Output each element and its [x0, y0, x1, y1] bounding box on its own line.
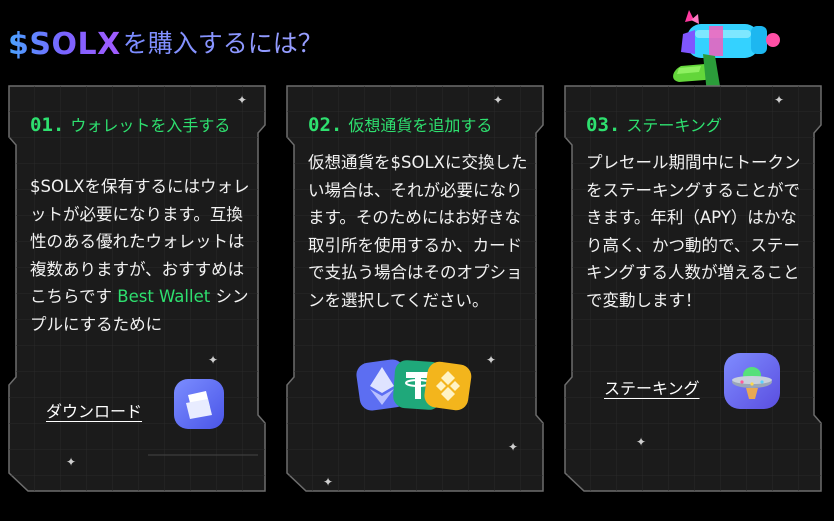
step-title: 仮想通貨を追加する: [348, 116, 493, 135]
step-description: 仮想通貨を$SOLXに交換したい場合は、それが必要になります。そのためにはお好き…: [308, 153, 528, 310]
bnb-icon: [424, 361, 472, 411]
download-link[interactable]: ダウンロード: [46, 402, 143, 421]
step-card-2: 02. 仮想通貨を追加する 仮想通貨を$SOLXに交換したい場合は、それが必要にな…: [286, 85, 544, 492]
step-card-3: 03. ステーキング プレセール期間中にトークンをステーキングすることができます。…: [564, 85, 822, 492]
step-description: プレセール期間中にトークンをステーキングすることができます。年利（APY）はかな…: [586, 153, 801, 310]
sparkle-icon: ✦: [486, 353, 497, 367]
sparkle-icon: ✦: [493, 93, 504, 107]
best-wallet-highlight: Best Wallet: [117, 287, 211, 306]
step-heading: 03. ステーキング: [586, 113, 798, 138]
step-title: ウォレットを入手する: [70, 116, 231, 135]
step-number: 03.: [586, 114, 621, 136]
title-text: を購入するには？: [123, 24, 323, 60]
step-title: ステーキング: [626, 116, 722, 135]
sparkle-icon: ✦: [508, 440, 519, 454]
sparkle-icon: ✦: [237, 93, 248, 107]
staking-link[interactable]: ステーキング: [604, 379, 700, 398]
step-number: 01.: [30, 114, 65, 136]
step-heading: 01. ウォレットを入手する: [30, 113, 242, 138]
description-text: $SOLXを保有するにはウォレットが必要になります。互換性のある優れたウォレット…: [30, 177, 250, 306]
description-text-end: シンプルにするために: [30, 287, 249, 334]
sparkle-icon: ✦: [208, 353, 219, 367]
page-title: $SOLX を購入するには？: [8, 22, 323, 62]
sparkle-icon: ✦: [774, 93, 785, 107]
sparkle-icon: ✦: [636, 435, 647, 449]
sparkle-icon: ✦: [323, 475, 334, 489]
step-card-1: 01. ウォレットを入手する $SOLXを保有するにはウォレットが必要になります。…: [8, 85, 266, 492]
best-wallet-icon: [172, 377, 226, 431]
ray-gun-illustration: [665, 8, 785, 112]
crypto-icons: [356, 355, 474, 417]
ufo-icon: [722, 351, 782, 411]
step-heading: 02. 仮想通貨を追加する: [308, 113, 520, 138]
card-frame: [286, 85, 544, 492]
sparkle-icon: ✦: [66, 455, 77, 469]
step-description: $SOLXを保有するにはウォレットが必要になります。互換性のある優れたウォレット…: [30, 173, 252, 338]
step-number: 02.: [308, 114, 343, 136]
brand-name: $SOLX: [8, 27, 121, 62]
